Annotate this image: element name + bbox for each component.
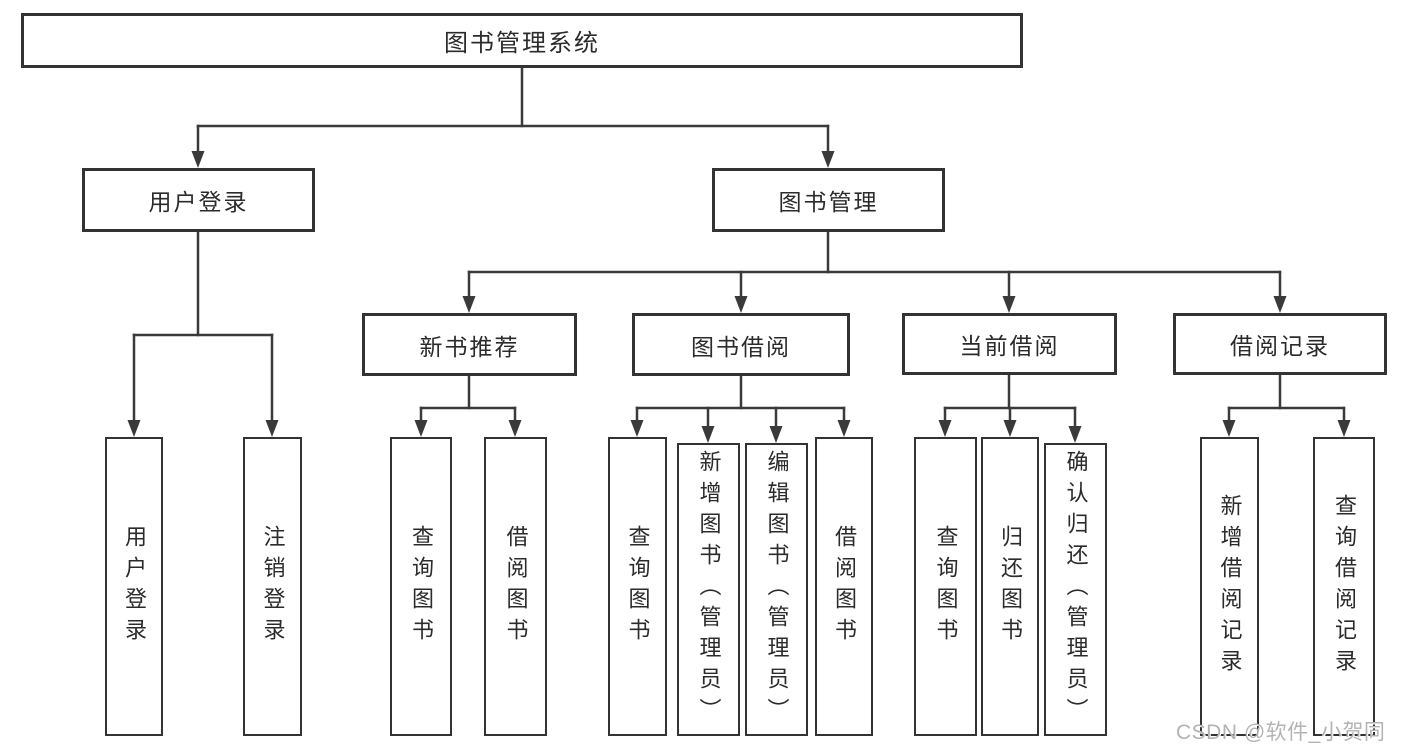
connector-borrow-record: [1222, 373, 1351, 437]
connector-user-login: [127, 230, 279, 437]
connector-root: [191, 66, 835, 168]
leaf-logout-login: 注销登录: [243, 437, 302, 736]
node-library-management-system: 图书管理系统: [21, 13, 1023, 68]
connector-current-borrow: [938, 373, 1082, 443]
leaf-record-query-borrow-record: 查询借阅记录: [1313, 437, 1375, 736]
leaf-newbook-borrow-books: 借阅图书: [484, 437, 547, 736]
leaf-record-add-borrow-record: 新增借阅记录: [1200, 437, 1259, 736]
leaf-bookborrow-edit-books-admin: 编辑图书（管理员）: [745, 443, 808, 736]
leaf-bookborrow-borrow-books: 借阅图书: [815, 437, 873, 736]
node-book-borrow: 图书借阅: [632, 313, 850, 376]
leaf-current-return-books: 归还图书: [981, 437, 1039, 736]
leaf-bookborrow-add-books-admin: 新增图书（管理员）: [677, 443, 740, 736]
leaf-bookborrow-query-books: 查询图书: [608, 437, 667, 736]
node-new-book-recommend: 新书推荐: [362, 313, 577, 376]
node-borrow-record: 借阅记录: [1173, 313, 1387, 375]
connector-book-borrow: [630, 374, 851, 443]
csdn-watermark: CSDN @软件_小贺同学: [1176, 721, 1386, 744]
node-current-borrow: 当前借阅: [902, 313, 1117, 375]
node-user-login: 用户登录: [82, 168, 315, 232]
leaf-current-confirm-return-admin: 确认归还（管理员）: [1044, 443, 1107, 736]
node-book-management: 图书管理: [712, 168, 945, 232]
leaf-current-query-books: 查询图书: [914, 437, 977, 736]
connector-book-management: [462, 230, 1287, 313]
leaf-user-login: 用户登录: [105, 437, 163, 736]
connector-new-book-recommend: [414, 374, 522, 437]
leaf-newbook-query-books: 查询图书: [390, 437, 452, 736]
